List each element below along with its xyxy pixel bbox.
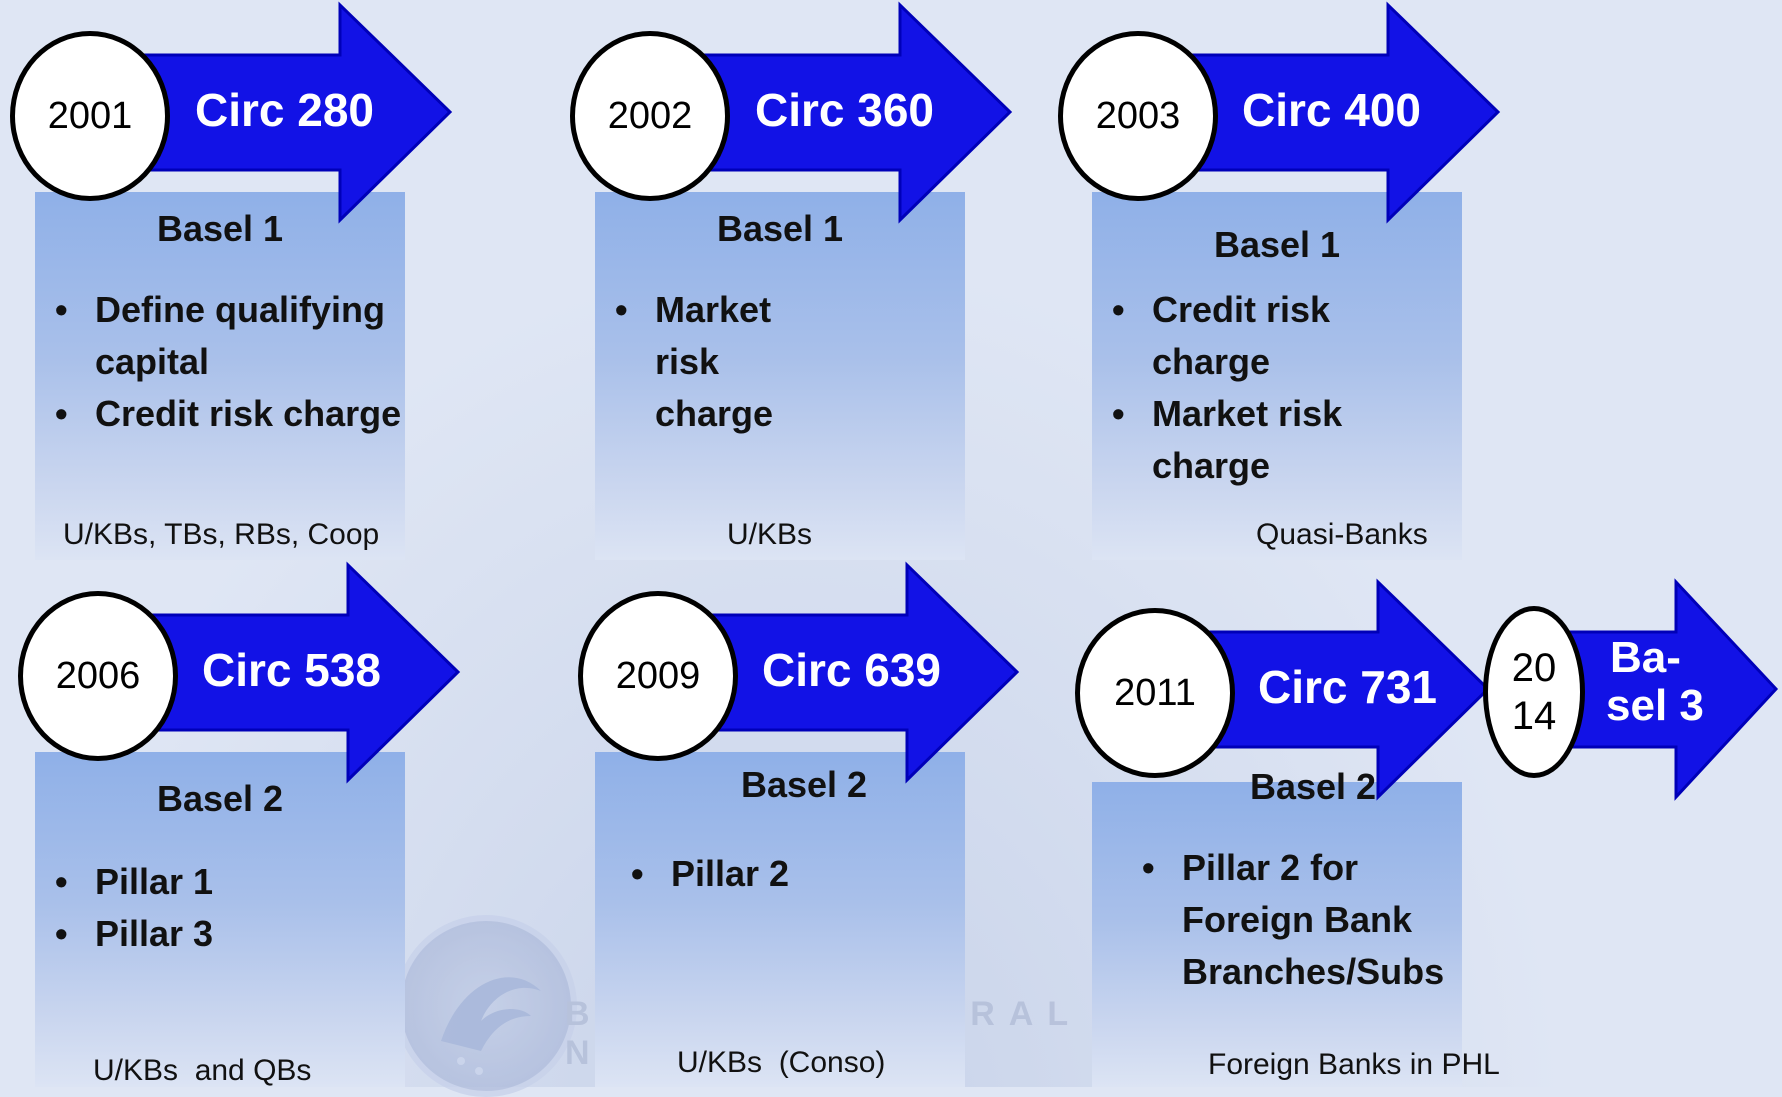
year-badge: 2003 (1058, 31, 1218, 201)
year-badge: 2002 (570, 31, 730, 201)
requirement-item: Define qualifying capital (55, 284, 405, 388)
basel-3-label: Ba- sel 3 (1606, 634, 1704, 730)
circular-number: Circ 731 (1258, 661, 1438, 713)
basel-version: Basel 1 (716, 208, 844, 249)
requirement-item: Market risk charge (615, 284, 845, 440)
milestone-card-2002: Basel 1 Market risk charge U/KBs (595, 192, 965, 560)
year-badge: 2009 (578, 591, 738, 761)
year-part-bottom: 14 (1511, 694, 1557, 738)
basel-version: Basel 2 (740, 764, 868, 805)
bank-coverage: U/KBs and QBs (93, 1054, 312, 1087)
milestone-card-2003: Basel 1 Credit risk charge Market risk c… (1092, 192, 1462, 560)
year-badge: 2006 (18, 591, 178, 761)
central-bank-seal-icon (395, 915, 577, 1097)
year-badge: 20 14 (1483, 606, 1585, 778)
milestone-card-2006: Basel 2 Pillar 1 Pillar 3 U/KBs and QBs (35, 752, 405, 1087)
milestone-card-2001: Basel 1 Define qualifying capital Credit… (35, 192, 405, 560)
requirement-item: Market risk charge (1112, 388, 1402, 492)
requirements-list: Pillar 1 Pillar 3 (55, 856, 355, 960)
requirement-item: Credit risk charge (1112, 284, 1402, 388)
year-badge: 2001 (10, 31, 170, 201)
circular-number: Circ 538 (202, 644, 382, 696)
basel-version: Basel 2 (156, 778, 284, 819)
requirement-item: Credit risk charge (55, 388, 405, 440)
circular-number: Circ 360 (755, 84, 935, 136)
basel-version: Basel 2 (1249, 766, 1377, 807)
milestone-card-2011: Basel 2 Pillar 2 for Foreign Bank Branch… (1092, 766, 1500, 1087)
requirements-list: Credit risk charge Market risk charge (1112, 284, 1402, 492)
requirement-item: Pillar 1 (55, 856, 355, 908)
basel-version: Basel 1 (156, 208, 284, 249)
circular-number: Circ 280 (195, 84, 375, 136)
bank-coverage: U/KBs, TBs, RBs, Coop (63, 518, 380, 551)
bank-coverage: Quasi-Banks (1256, 518, 1428, 551)
requirements-list: Pillar 2 for Foreign Bank Branches/Subs (1142, 842, 1452, 998)
requirements-list: Pillar 2 (631, 848, 931, 900)
year-part-top: 20 (1511, 646, 1557, 690)
requirement-item: Pillar 2 for Foreign Bank Branches/Subs (1142, 842, 1452, 998)
requirement-item: Pillar 2 (631, 848, 931, 900)
basel-3-label-bottom: sel 3 (1606, 681, 1704, 730)
circular-number: Circ 400 (1242, 84, 1422, 136)
requirements-list: Define qualifying capital Credit risk ch… (55, 284, 405, 440)
bank-coverage: U/KBs (727, 518, 813, 551)
circular-number: Circ 639 (762, 644, 942, 696)
year-badge: 2011 (1075, 608, 1235, 778)
basel-3-label-top: Ba- (1610, 633, 1681, 682)
bank-coverage: Foreign Banks in PHL (1208, 1048, 1500, 1081)
bank-coverage: U/KBs (Conso) (677, 1046, 886, 1079)
requirements-list: Market risk charge (615, 284, 845, 440)
requirement-item: Pillar 3 (55, 908, 355, 960)
milestone-card-2009: Basel 2 Pillar 2 U/KBs (Conso) (595, 752, 965, 1087)
basel-version: Basel 1 (1213, 224, 1341, 265)
